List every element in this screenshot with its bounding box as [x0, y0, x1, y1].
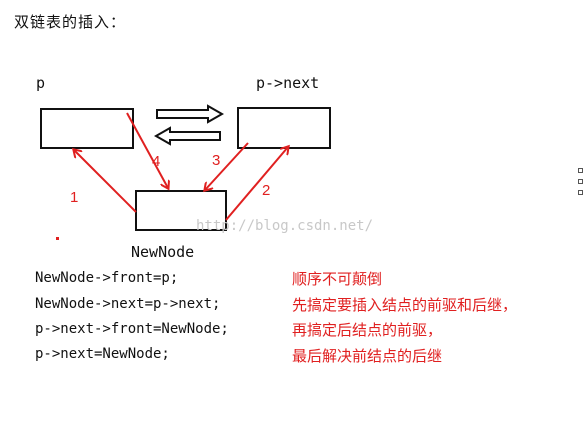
label-newnode: NewNode — [131, 243, 194, 261]
node-p-box — [40, 108, 134, 149]
note-line-3: 再搞定后结点的前驱， — [292, 321, 443, 339]
note-line-1: 顺序不可颠倒 — [292, 270, 383, 288]
resize-handle-middle[interactable] — [578, 179, 583, 184]
resize-handles[interactable] — [578, 168, 583, 198]
arrow-step1 — [74, 150, 137, 213]
resize-handle-top[interactable] — [578, 168, 583, 173]
step-number-1: 1 — [70, 189, 78, 206]
step-number-2: 2 — [262, 182, 270, 199]
step-number-3: 3 — [212, 152, 220, 169]
code-line-1: NewNode->front=p; — [35, 270, 179, 286]
watermark-text: http://blog.csdn.net/ — [196, 218, 373, 234]
arrow-step3 — [205, 142, 249, 190]
note-line-4: 最后解决前结点的后继 — [292, 347, 443, 365]
backward-link-arrow — [153, 126, 221, 146]
arrow-step4 — [126, 112, 168, 188]
code-line-3: p->next->front=NewNode; — [35, 321, 229, 337]
page-title: 双链表的插入： — [14, 13, 127, 31]
label-p: p — [36, 74, 45, 92]
existing-links-arrows — [153, 104, 225, 146]
arrow-step2 — [225, 147, 288, 221]
insertion-arrows — [74, 112, 288, 221]
note-line-2: 先搞定要插入结点的前驱和后继， — [292, 296, 518, 314]
step-number-4: 4 — [152, 153, 160, 170]
resize-handle-bottom[interactable] — [578, 190, 583, 195]
stray-mark — [56, 237, 59, 240]
code-line-2: NewNode->next=p->next; — [35, 296, 221, 312]
node-p-next-box — [237, 107, 331, 149]
forward-link-arrow — [156, 104, 225, 124]
code-line-4: p->next=NewNode; — [35, 346, 170, 362]
label-p-next: p->next — [256, 74, 319, 92]
node-newnode-box — [135, 190, 227, 231]
